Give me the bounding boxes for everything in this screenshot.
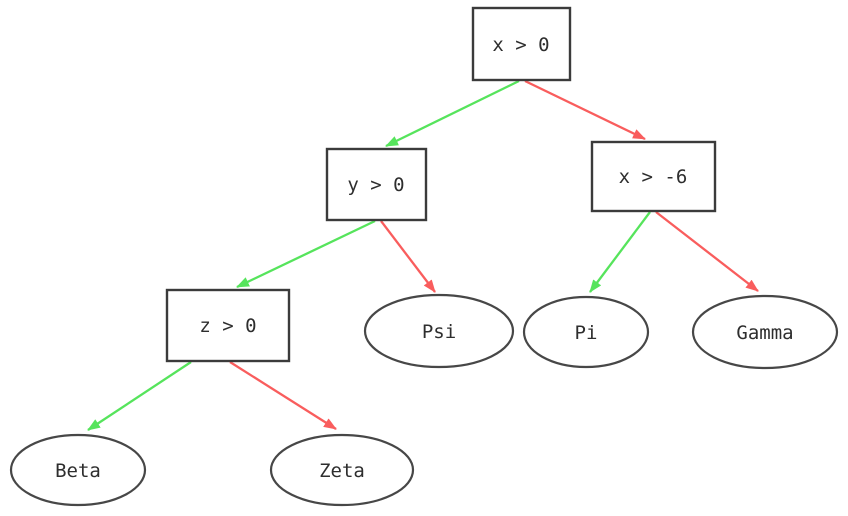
- node-root-box: [471, 6, 572, 82]
- node-root-label: x > 0: [492, 34, 549, 56]
- node-root: x > 0: [471, 6, 572, 82]
- node-y-gt-0: y > 0: [325, 147, 428, 222]
- edge-xneg6-to-gamma-red: [655, 211, 759, 292]
- node-beta-label: Beta: [55, 460, 101, 482]
- node-x-gt-neg6-box: [590, 140, 717, 213]
- node-beta: Beta: [9, 433, 147, 507]
- node-z-gt-0-label: z > 0: [199, 315, 256, 337]
- node-z-gt-0: z > 0: [165, 288, 291, 363]
- node-x-gt-neg6-label: x > -6: [619, 166, 688, 188]
- node-zeta: Zeta: [269, 433, 415, 507]
- node-gamma-ellipse: [691, 294, 839, 370]
- node-pi: Pi: [522, 295, 650, 369]
- node-y-gt-0-box: [325, 147, 428, 222]
- node-pi-ellipse: [522, 295, 650, 369]
- node-y-gt-0-label: y > 0: [347, 174, 404, 196]
- node-pi-label: Pi: [575, 322, 598, 344]
- node-psi: Psi: [363, 293, 515, 369]
- edge-root-to-y0-green: [385, 79, 520, 148]
- node-psi-label: Psi: [422, 321, 456, 343]
- node-zeta-label: Zeta: [319, 460, 365, 482]
- node-zeta-ellipse: [269, 433, 415, 507]
- node-psi-ellipse: [363, 293, 515, 369]
- node-z-gt-0-box: [165, 288, 291, 363]
- edge-y0-to-z0-green: [236, 219, 376, 289]
- edge-root-to-xneg6-red: [524, 79, 646, 141]
- node-gamma-label: Gamma: [736, 322, 793, 344]
- edge-z0-to-beta-green: [87, 361, 192, 431]
- node-x-gt-neg6: x > -6: [590, 140, 717, 213]
- edge-z0-to-zeta-red: [229, 361, 337, 430]
- node-gamma: Gamma: [691, 294, 839, 370]
- node-beta-ellipse: [9, 433, 147, 507]
- edge-y0-to-psi-red: [380, 220, 436, 293]
- edge-xneg6-to-pi-green: [589, 211, 651, 293]
